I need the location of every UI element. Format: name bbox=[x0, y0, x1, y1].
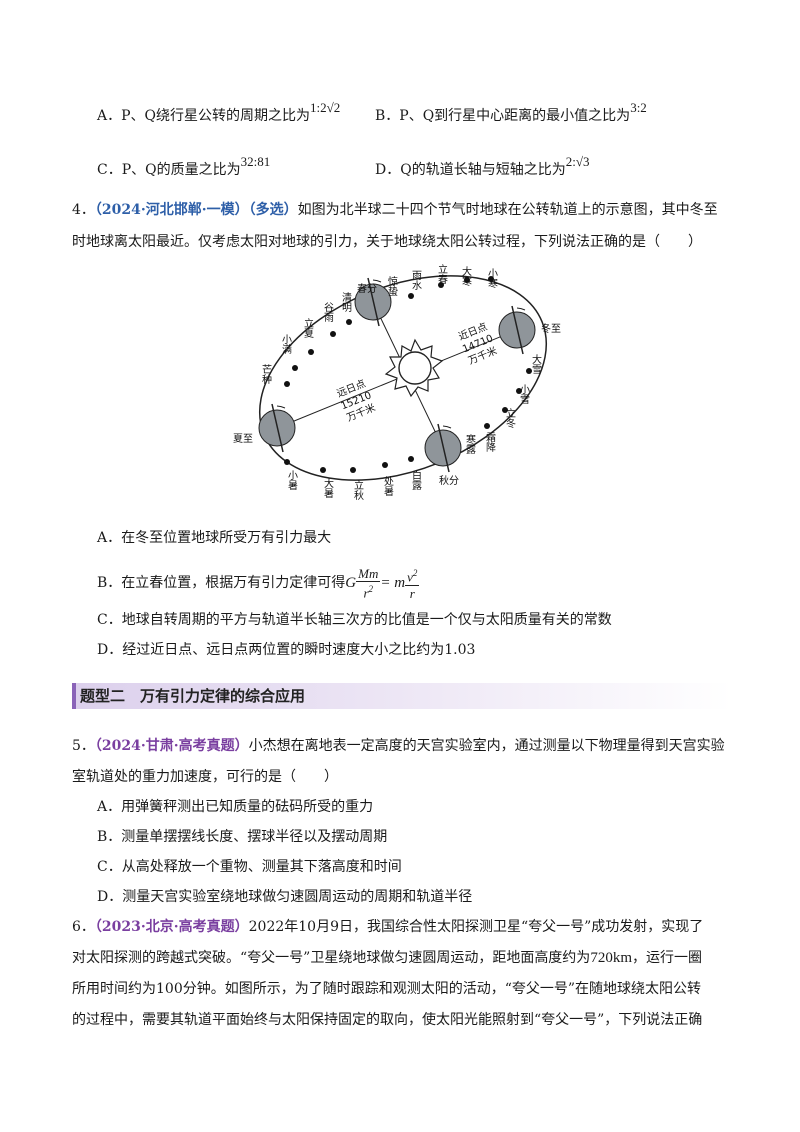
q5-option-c: C．从高处释放一个重物、测量其下落高度和时间 bbox=[97, 857, 402, 877]
earth-summer-solstice-icon bbox=[258, 403, 296, 453]
q4-number: 4． bbox=[72, 202, 95, 218]
q6-source: （2023·北京·高考真题） bbox=[94, 919, 249, 935]
q4-option-c: C．地球自转周期的平方与轨道半长轴三次方的比值是一个仅与太阳质量有关的常数 bbox=[97, 610, 612, 630]
term-bailu: 白露 bbox=[410, 469, 422, 491]
q3-option-c-text: C．P、Q的质量之比为 bbox=[97, 162, 241, 178]
q4-option-d: D．经过近日点、远日点两位置的瞬时速度大小之比约为1.03 bbox=[97, 640, 475, 660]
q6-stem-3: 所用时间约为100分钟。如图所示，为了随时跟踪和观测太阳的活动，“夸父一号”在随… bbox=[72, 981, 702, 997]
q3-option-a-math: 1:2√2 bbox=[310, 100, 341, 115]
section-heading: 题型二 万有引力定律的综合应用 bbox=[72, 683, 732, 709]
q6-stem-line-4: 的过程中，需要其轨道平面始终与太阳保持固定的取向，使太阳光能照射到“夸父一号”，… bbox=[72, 1010, 702, 1030]
q6-stem-2-math: 720km bbox=[590, 950, 632, 966]
term-xiazhi: 夏至 bbox=[233, 433, 253, 445]
q5-stem-line-2: 室轨道处的重力加速度，可行的是（ ） bbox=[72, 767, 338, 787]
q6-stem-1: 2022年10月9日，我国综合性太阳探测卫星“夸父一号”成功发射，实现了 bbox=[248, 919, 704, 935]
section-title: 题型二 万有引力定律的综合应用 bbox=[80, 687, 306, 705]
q3-option-a-text: A．P、Q绕行星公转的周期之比为 bbox=[97, 108, 311, 124]
term-dashu: 大暑 bbox=[322, 477, 334, 498]
term-shuangjiang: 霜降 bbox=[484, 432, 496, 453]
term-mangzhong: 芒种 bbox=[260, 363, 272, 385]
q6-stem-2a: 对太阳探测的跨越式突破。“夸父一号”卫星绕地球做匀速圆周运动，距地面高度约为 bbox=[72, 950, 591, 966]
solar-terms-orbit-figure: 近日点 14710 万千米 远日点 15210 万千米 春分 惊蛰 雨水 立春 … bbox=[233, 263, 561, 501]
term-dahan: 大寒 bbox=[460, 265, 472, 287]
term-lixia: 立夏 bbox=[302, 317, 314, 338]
q5-option-d: D．测量天宫实验室绕地球做匀速圆周运动的周期和轨道半径 bbox=[97, 887, 472, 907]
term-xiaohan: 小寒 bbox=[486, 268, 498, 289]
q4-tag: （多选） bbox=[248, 202, 298, 218]
term-qingming: 清明 bbox=[340, 291, 352, 313]
q3-option-d: D．Q的轨道长轴与短轴之比为2:√3 bbox=[375, 154, 589, 180]
q4-option-c-text: C．地球自转周期的平方与轨道半长轴三次方的比值是一个仅与太阳质量有关的常数 bbox=[97, 612, 612, 628]
term-qiufen: 秋分 bbox=[439, 474, 459, 487]
q4-option-a-text: A．在冬至位置地球所受万有引力最大 bbox=[97, 530, 332, 546]
term-guyu: 谷雨 bbox=[322, 302, 334, 323]
q3-option-d-math: 2:√3 bbox=[565, 154, 590, 169]
q6-number: 6． bbox=[72, 919, 95, 935]
q3-option-d-text: D．Q的轨道长轴与短轴之比为 bbox=[375, 162, 566, 178]
term-dongzhi: 冬至 bbox=[541, 322, 561, 335]
term-chunfen: 春分 bbox=[357, 283, 377, 295]
q5-number: 5． bbox=[72, 738, 95, 754]
q5-option-b: B．测量单摆摆线长度、摆球半径以及摆动周期 bbox=[97, 827, 387, 847]
q3-option-c: C．P、Q的质量之比为32:81 bbox=[97, 154, 270, 180]
term-jingzhe: 惊蛰 bbox=[386, 275, 398, 297]
term-xiaoshu: 小暑 bbox=[286, 470, 298, 490]
q4-option-a: A．在冬至位置地球所受万有引力最大 bbox=[97, 528, 331, 548]
earth-spring-equinox-icon bbox=[354, 277, 392, 327]
q5-option-a-text: A．用弹簧秤测出已知质量的砝码所受的重力 bbox=[97, 799, 374, 815]
q6-stem-2b: ，运行一圈 bbox=[631, 950, 702, 966]
q5-stem-line-1: 5．（2024·甘肃·高考真题）小杰想在离地表一定高度的天宫实验室内，通过测量以… bbox=[72, 736, 725, 756]
q5-option-c-text: C．从高处释放一个重物、测量其下落高度和时间 bbox=[97, 859, 402, 875]
q5-source: （2024·甘肃·高考真题） bbox=[94, 738, 249, 754]
earth-autumn-equinox-icon bbox=[424, 423, 462, 473]
q5-option-d-text: D．测量天宫实验室绕地球做匀速圆周运动的周期和轨道半径 bbox=[97, 889, 473, 905]
q4-stem-line-1: 4．（2024·河北邯郸·一模）（多选）如图为北半球二十四个节气时地球在公转轨道… bbox=[72, 200, 718, 220]
q6-stem-4: 的过程中，需要其轨道平面始终与太阳保持固定的取向，使太阳光能照射到“夸父一号”，… bbox=[72, 1012, 703, 1028]
q5-option-b-text: B．测量单摆摆线长度、摆球半径以及摆动周期 bbox=[97, 829, 388, 845]
q4-option-d-text: D．经过近日点、远日点两位置的瞬时速度大小之比约为1.03 bbox=[97, 642, 476, 658]
term-daxue: 大雪 bbox=[530, 353, 542, 375]
term-liqiu: 立秋 bbox=[352, 479, 364, 501]
q4-source: （2024·河北邯郸·一模） bbox=[94, 202, 249, 218]
q4-stem-1: 如图为北半球二十四个节气时地球在公转轨道上的示意图，其中冬至 bbox=[297, 202, 718, 218]
q5-option-a: A．用弹簧秤测出已知质量的砝码所受的重力 bbox=[97, 797, 373, 817]
q3-option-b-math: 3:2 bbox=[630, 100, 647, 115]
earth-winter-solstice-icon bbox=[498, 305, 536, 355]
term-hanlu: 寒露 bbox=[464, 433, 476, 455]
term-yushui: 雨水 bbox=[410, 270, 422, 290]
q5-stem-1: 小杰想在离地表一定高度的天宫实验室内，通过测量以下物理量得到天宫实验 bbox=[248, 738, 725, 754]
term-chushu: 处暑 bbox=[382, 476, 394, 496]
q6-stem-line-2: 对太阳探测的跨越式突破。“夸父一号”卫星绕地球做匀速圆周运动，距地面高度约为72… bbox=[72, 948, 702, 968]
q4-stem-line-2: 时地球离太阳最近。仅考虑太阳对地球的引力，关于地球绕太阳公转过程，下列说法正确的… bbox=[72, 232, 702, 252]
term-lichun: 立春 bbox=[436, 263, 448, 285]
q4-option-b-text: B．在立春位置，根据万有引力定律可得 bbox=[97, 575, 346, 591]
q6-stem-line-1: 6．（2023·北京·高考真题）2022年10月9日，我国综合性太阳探测卫星“夸… bbox=[72, 917, 703, 937]
orbit-term-dots bbox=[284, 276, 532, 473]
sun-icon bbox=[384, 338, 444, 398]
q3-option-a: A．P、Q绕行星公转的周期之比为1:2√2 bbox=[97, 100, 340, 126]
q3-option-c-math: 32:81 bbox=[240, 154, 271, 169]
q3-option-b: B．P、Q到行星中心距离的最小值之比为3:2 bbox=[375, 100, 647, 126]
term-xiaoxue: 小雪 bbox=[518, 384, 530, 405]
q4-stem-2: 时地球离太阳最近。仅考虑太阳对地球的引力，关于地球绕太阳公转过程，下列说法正确的… bbox=[72, 234, 702, 250]
q3-option-b-text: B．P、Q到行星中心距离的最小值之比为 bbox=[375, 108, 631, 124]
term-xiaoman: 小满 bbox=[280, 334, 292, 355]
term-lidong: 立冬 bbox=[504, 407, 516, 429]
q5-stem-2: 室轨道处的重力加速度，可行的是（ ） bbox=[72, 769, 338, 785]
q6-stem-line-3: 所用时间约为100分钟。如图所示，为了随时跟踪和观测太阳的活动，“夸父一号”在随… bbox=[72, 979, 701, 999]
